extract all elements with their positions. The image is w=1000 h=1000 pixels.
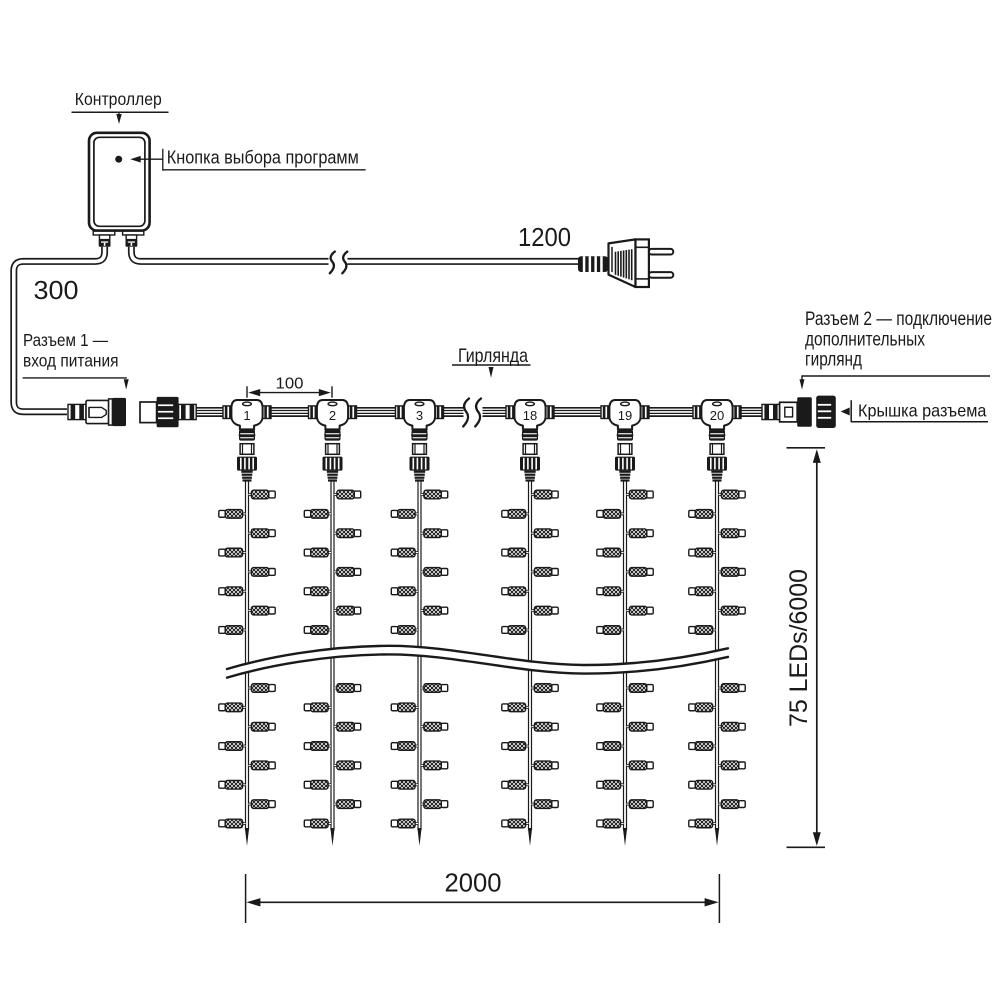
svg-text:Разъем 1 —: Разъем 1 — [23,330,109,350]
svg-text:300: 300 [34,275,79,305]
svg-text:18: 18 [523,408,537,423]
svg-text:Кнопка выбора программ: Кнопка выбора программ [167,147,359,167]
svg-text:3: 3 [416,408,423,423]
svg-text:1200: 1200 [518,222,571,252]
svg-text:19: 19 [618,408,632,423]
svg-text:100: 100 [276,375,304,392]
svg-text:Крышка разъема: Крышка разъема [858,401,987,421]
svg-text:вход питания: вход питания [23,350,119,370]
svg-text:Контроллер: Контроллер [75,89,162,109]
svg-text:75 LEDs/6000: 75 LEDs/6000 [785,569,813,727]
svg-text:2: 2 [329,408,336,423]
svg-text:дополнительных: дополнительных [805,329,925,350]
svg-text:Гирлянда: Гирлянда [458,345,528,367]
svg-text:гирлянд: гирлянд [805,350,862,371]
svg-text:20: 20 [710,408,724,423]
svg-text:Разъем 2 — подключение: Разъем 2 — подключение [805,309,992,330]
svg-text:2000: 2000 [445,868,502,898]
svg-text:1: 1 [243,408,250,423]
